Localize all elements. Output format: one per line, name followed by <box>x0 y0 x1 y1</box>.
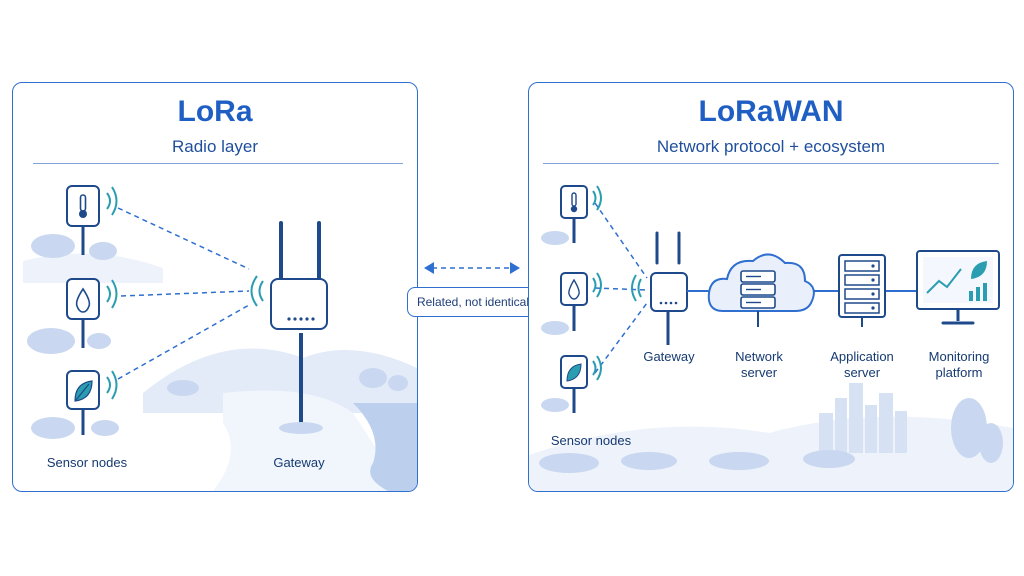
sensor-node-1 <box>66 185 118 255</box>
lora-sensor-nodes-label: Sensor nodes <box>46 455 128 470</box>
sensor-node-3 <box>560 355 602 413</box>
lora-illustration <box>23 185 417 491</box>
thermometer-icon <box>570 192 578 213</box>
scenery-water <box>353 403 417 491</box>
lorawan-subtitle: Network protocol + ecosystem <box>656 137 886 156</box>
lora-title: LoRa <box>177 95 253 128</box>
gateway-device <box>250 221 328 434</box>
water-drop-icon <box>75 287 91 313</box>
relation-label: Related, not identical <box>407 287 539 317</box>
signal-waves-icon <box>106 370 118 400</box>
scenery-shrubs <box>27 234 408 439</box>
lorawan-title: LoRaWAN <box>698 95 844 128</box>
arrow-left-icon <box>424 262 434 274</box>
radio-links <box>117 207 250 380</box>
monitoring-monitor <box>916 250 1000 325</box>
signal-waves-icon <box>631 274 642 302</box>
scenery-hills <box>23 253 417 491</box>
signal-waves-icon <box>592 272 602 298</box>
scenery-city <box>819 383 907 453</box>
sensor-node-2 <box>560 272 602 331</box>
sensor-node-2 <box>66 278 118 348</box>
signal-waves-icon <box>592 185 602 211</box>
leaf-icon <box>566 363 582 382</box>
lora-subtitle: Radio layer <box>172 137 258 156</box>
lorawan-divider <box>543 163 999 164</box>
leaf-icon <box>971 261 987 279</box>
lorawan-sensor-nodes-label: Sensor nodes <box>550 433 632 448</box>
lora-gateway-label: Gateway <box>273 455 325 470</box>
lora-divider <box>33 163 403 164</box>
lorawan-panel: LoRaWAN Network protocol + ecosystem <box>528 82 1014 492</box>
radio-links <box>594 202 648 374</box>
arrow-right-icon <box>510 262 520 274</box>
monitoring-platform-label: Monitoring platform <box>928 349 990 380</box>
scenery-trees <box>539 231 1003 473</box>
server-rack-icon <box>740 270 776 309</box>
gateway-device <box>631 231 688 345</box>
scenery-hills <box>529 416 1013 491</box>
bar-chart-icon <box>969 283 987 301</box>
signal-waves-icon <box>106 279 118 309</box>
signal-waves-icon <box>106 186 118 216</box>
line-chart-icon <box>926 268 962 294</box>
lorawan-illustration <box>529 185 1013 491</box>
water-drop-icon <box>568 278 580 300</box>
sensor-node-1 <box>560 185 602 243</box>
sensor-node-3 <box>66 370 118 435</box>
lorawan-gateway-label: Gateway <box>643 349 695 364</box>
network-server <box>707 253 815 327</box>
signal-waves-icon <box>592 355 602 381</box>
thermometer-icon <box>79 194 87 218</box>
leaf-icon <box>74 380 93 402</box>
lora-panel: LoRa Radio layer <box>12 82 418 492</box>
application-server <box>838 254 886 327</box>
application-server-label: Application server <box>830 349 894 380</box>
network-server-label: Network server <box>735 349 783 380</box>
signal-waves-icon <box>250 275 264 307</box>
